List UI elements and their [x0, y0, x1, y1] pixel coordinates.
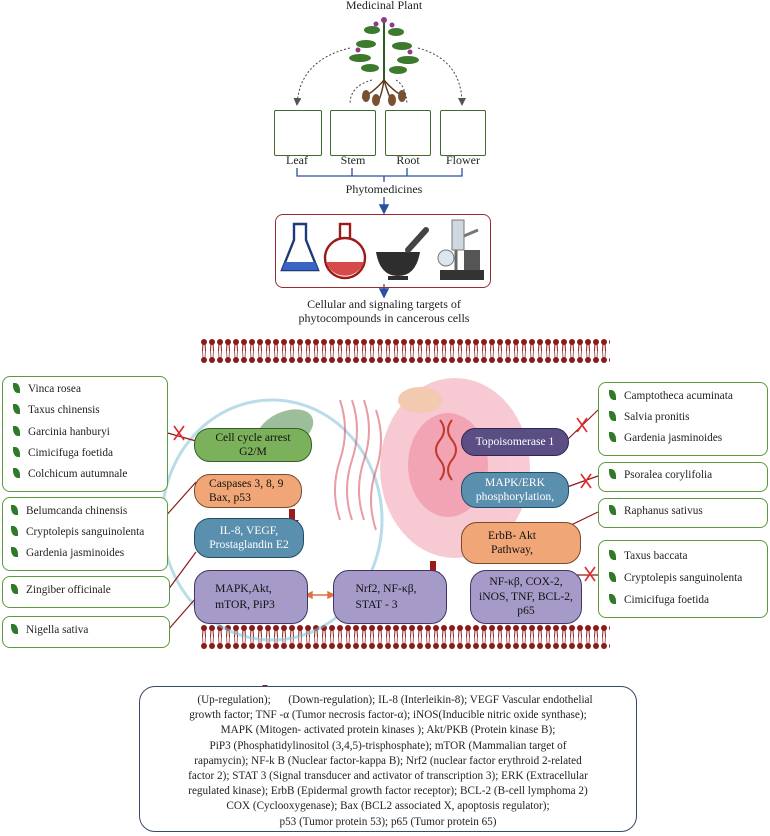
topoisomerase-pill: Topoisomerase 1 — [461, 428, 569, 456]
legend-line-1: (Up-regulation); (Down-regulation); IL-8… — [152, 693, 624, 708]
list-item: Cimicifuga foetida — [13, 447, 113, 459]
stem-part-box — [330, 110, 376, 156]
list-item: Gardenia jasminoides — [11, 547, 124, 559]
legend-line: PiP3 (Phosphatidylinositol (3,4,5)-trisp… — [209, 739, 567, 752]
dna-icon — [435, 419, 457, 481]
bottom-membrane — [200, 624, 610, 650]
list-item: Zingiber officinale — [11, 584, 111, 596]
mapk-akt-pill: MAPK,Akt,mTOR, PiP3 — [194, 570, 308, 624]
flower-label: Flower — [446, 153, 480, 167]
leaf-icon — [609, 550, 616, 560]
flask-icon — [280, 222, 320, 272]
leaf-icon — [609, 505, 616, 515]
lab-equipment-box — [275, 214, 491, 288]
root-part-box — [385, 110, 431, 156]
leaf-label: Leaf — [286, 153, 308, 167]
right-plant-list-4: Taxus baccata Cryptolepis sanguinolenta … — [598, 540, 768, 618]
flower-part-box — [440, 110, 486, 156]
down-regulation-text: (Down-regulation); IL-8 (Interleikin-8);… — [285, 694, 593, 706]
left-plant-list-2: Belumcanda chinensis Cryptolepis sanguin… — [2, 497, 168, 571]
bidirectional-arrow — [304, 590, 336, 600]
leaf-icon — [609, 469, 616, 479]
list-item: Garcinia hanburyi — [13, 426, 110, 438]
top-membrane — [200, 338, 610, 364]
list-item: Raphanus sativus — [609, 505, 703, 517]
mortar-icon — [376, 227, 429, 280]
right-plant-list-1: Camptotheca acuminata Salvia pronitis Ga… — [598, 382, 768, 456]
right-plant-list-3: Raphanus sativus — [598, 498, 768, 528]
legend-line: p53 (Tumor protein 53); p65 (Tumor prote… — [279, 815, 497, 828]
leaf-icon — [13, 383, 20, 393]
right-plant-list-2: Psoralea corylifolia — [598, 462, 768, 492]
left-plant-list-3: Zingiber officinale — [2, 576, 170, 608]
list-item: Camptotheca acuminata — [609, 390, 733, 402]
left-plant-list-1: Vinca rosea Taxus chinensis Garcinia han… — [2, 376, 168, 492]
leaf-part-box — [274, 110, 322, 156]
leaf-icon — [11, 505, 18, 515]
leaf-icon — [13, 468, 20, 478]
leaf-icon — [13, 447, 20, 457]
leaf-icon — [13, 426, 20, 436]
list-item: Cryptolepis sanguinolenta — [11, 526, 144, 538]
leaf-icon — [609, 594, 616, 604]
left-plant-list-4: Nigella sativa — [2, 616, 170, 648]
il8-pill: IL-8, VEGF,Prostaglandin E2 — [194, 518, 304, 558]
legend-line: COX (Cyclooxygenase); Bax (BCL2 associat… — [226, 800, 550, 813]
list-item: Colchicum autumnale — [13, 468, 127, 480]
legend-line: rapamycin); NF-k B (Nuclear factor-kappa… — [194, 754, 582, 767]
nfkb-pill: NF-κβ, COX-2,iNOS, TNF, BCL-2,p65 — [470, 570, 582, 624]
rotary-evaporator-icon — [437, 219, 484, 280]
leaf-icon — [11, 624, 18, 634]
list-item: Salvia pronitis — [609, 411, 690, 423]
legend-line: regulated kinase); ErbB (Epidermal growt… — [188, 785, 588, 798]
page-title: Medicinal Plant — [345, 0, 423, 12]
list-item: Cryptolepis sanguinolenta — [609, 572, 742, 584]
list-item: Nigella sativa — [11, 624, 88, 636]
round-flask-icon — [323, 222, 367, 280]
list-item: Vinca rosea — [13, 383, 81, 395]
list-item: Psoralea corylifolia — [609, 469, 712, 481]
leaf-icon — [609, 390, 616, 400]
leaf-icon — [11, 547, 18, 557]
inhibit-cross-marks — [173, 417, 596, 582]
list-item: Cimicifuga foetida — [609, 594, 709, 606]
nrf2-pill: Nrf2, NF-κβ,STAT - 3 — [333, 570, 447, 624]
leaf-icon — [609, 411, 616, 421]
targets-line2: phytocompounds in cancerous cells — [298, 311, 470, 325]
legend-line: growth factor; TNF -α (Tumor necrosis fa… — [189, 709, 587, 722]
leaf-icon — [11, 584, 18, 594]
legend-line: MAPK (Mitogen- activated protein kinases… — [220, 724, 556, 737]
leaf-icon — [609, 572, 616, 582]
stem-label: Stem — [340, 153, 366, 167]
up-regulation-text: (Up-regulation); — [197, 694, 274, 706]
root-label: Root — [396, 153, 420, 167]
phytomedicines-label: Phytomedicines — [345, 182, 423, 196]
leaf-icon — [13, 404, 20, 414]
abbreviation-legend: (Up-regulation); (Down-regulation); IL-8… — [139, 686, 637, 832]
leaf-icon — [609, 432, 616, 442]
list-item: Gardenia jasminoides — [609, 432, 722, 444]
leaf-icon — [11, 526, 18, 536]
list-item: Taxus chinensis — [13, 404, 100, 416]
targets-line1: Cellular and signaling targets of — [307, 297, 461, 311]
plant-illustration — [349, 17, 419, 106]
list-item: Belumcanda chinensis — [11, 505, 127, 517]
legend-line: factor 2); STAT 3 (Signal transducer and… — [188, 770, 588, 783]
list-item: Taxus baccata — [609, 550, 688, 562]
targets-heading: Cellular and signaling targets of phytoc… — [254, 297, 514, 325]
